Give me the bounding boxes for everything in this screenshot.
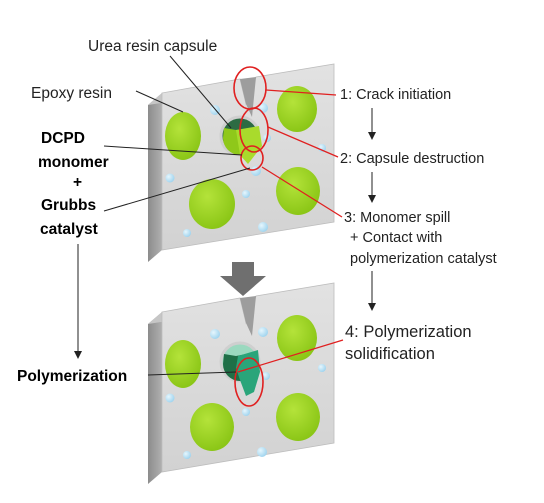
- label-grubbs: Grubbs: [41, 197, 96, 214]
- highlight-polymer: [234, 357, 264, 407]
- leader-dcpd: [103, 145, 243, 156]
- crack-groove: [240, 77, 256, 117]
- capsule: [189, 179, 235, 229]
- bubble: [165, 393, 175, 403]
- label-epoxy-resin: Epoxy resin: [31, 85, 112, 102]
- bubble: [318, 364, 326, 372]
- leader-urea-capsule: [169, 55, 232, 129]
- step-4-line2: solidification: [345, 345, 435, 363]
- leader-epoxy: [135, 90, 184, 113]
- label-plus: +: [73, 174, 82, 191]
- bubble: [257, 447, 267, 457]
- leader-step4: [237, 339, 344, 373]
- transition-arrow: [220, 262, 266, 296]
- block-side-face: [148, 93, 162, 262]
- label-polymerization: Polymerization: [17, 368, 127, 385]
- step-4-line1: 4: Polymerization: [345, 323, 472, 341]
- capsule: [276, 167, 320, 215]
- bubble: [258, 327, 268, 337]
- label-catalyst: catalyst: [40, 221, 98, 238]
- capsule: [190, 403, 234, 451]
- bubble: [183, 229, 191, 237]
- bubble: [242, 408, 250, 416]
- capsule: [165, 340, 201, 388]
- block-side-face: [148, 312, 162, 484]
- block-before-healing: [148, 63, 335, 262]
- bubble: [242, 190, 250, 198]
- label-dcpd: DCPD: [41, 130, 85, 147]
- capsule: [277, 86, 317, 132]
- bubble: [318, 144, 326, 152]
- healed-capsule: [219, 341, 261, 396]
- bubble: [165, 173, 175, 183]
- capsule: [277, 315, 317, 361]
- leader-step2: [267, 126, 339, 158]
- label-urea-capsule: Urea resin capsule: [88, 38, 217, 55]
- step-3-line1: 3: Monomer spill: [344, 210, 450, 226]
- step-3-line3: polymerization catalyst: [350, 251, 497, 267]
- step-1: 1: Crack initiation: [340, 87, 451, 103]
- leader-grubbs: [103, 167, 251, 212]
- leader-polymerization: [147, 371, 237, 376]
- highlight-spill: [240, 145, 264, 171]
- crack-groove: [240, 296, 256, 336]
- bubble: [210, 329, 220, 339]
- bubble: [258, 222, 268, 232]
- highlight-capsule: [239, 107, 269, 153]
- capsule: [165, 112, 201, 160]
- bubble: [183, 451, 191, 459]
- broken-capsule: [219, 115, 262, 164]
- block-after-healing: [148, 282, 335, 484]
- label-monomer: monomer: [38, 154, 109, 171]
- bubble: [262, 372, 270, 380]
- capsule: [276, 393, 320, 441]
- leader-step1: [265, 89, 337, 96]
- leader-step3: [261, 166, 343, 218]
- step-2: 2: Capsule destruction: [340, 151, 484, 167]
- step-3-line2: + Contact with: [350, 230, 442, 246]
